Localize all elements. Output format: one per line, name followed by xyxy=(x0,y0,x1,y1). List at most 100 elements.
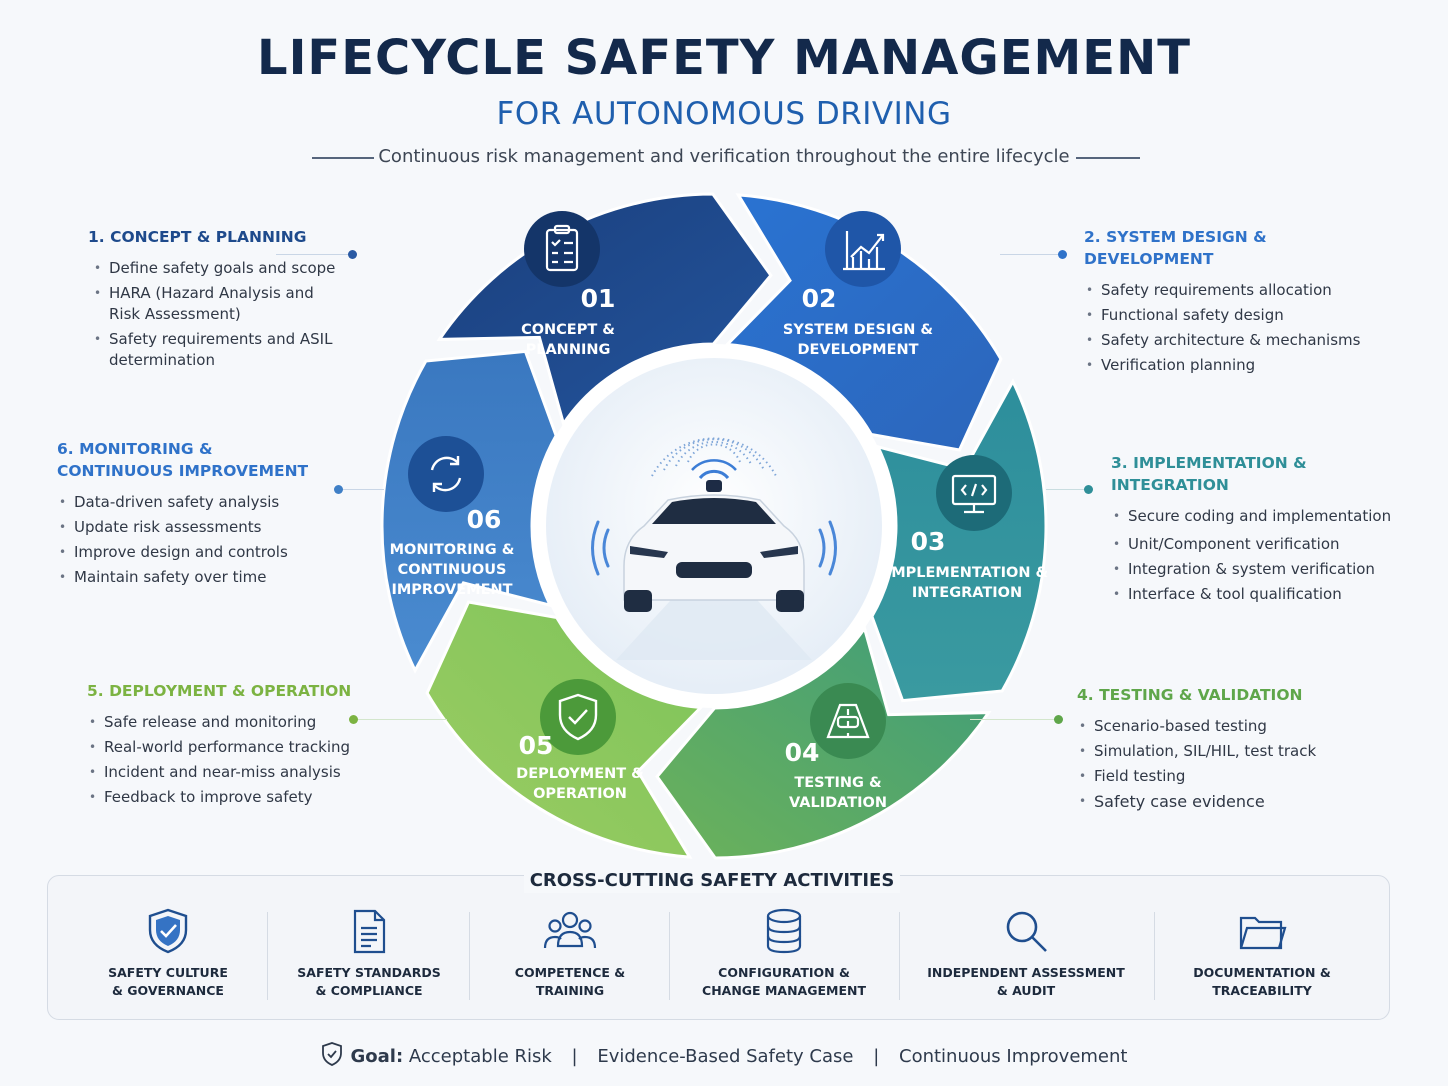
clipboard-checklist-icon xyxy=(545,224,579,272)
phase-02-icon-circle xyxy=(825,211,901,287)
connector-dot xyxy=(334,485,343,494)
shield-check-icon xyxy=(321,1042,342,1066)
page-title: LIFECYCLE SAFETY MANAGEMENT xyxy=(256,30,1191,86)
phase-06-icon-circle xyxy=(408,436,484,512)
list-item: Safety requirements allocation xyxy=(1084,280,1384,301)
activity-documentation-traceability: DOCUMENTATION &TRACEABILITY xyxy=(1162,906,1362,1000)
list-item: Safety case evidence xyxy=(1077,791,1377,812)
panel-testing-validation: 4. TESTING & VALIDATION Scenario-based t… xyxy=(1077,684,1377,816)
phase-01-icon-circle xyxy=(524,211,600,287)
panel-concept-planning: 1. CONCEPT & PLANNING Define safety goal… xyxy=(88,226,348,375)
footer-separator: | xyxy=(571,1046,578,1067)
list-item: Simulation, SIL/HIL, test track xyxy=(1077,741,1377,762)
panel-implementation: 3. IMPLEMENTATION & INTEGRATION Secure c… xyxy=(1111,452,1411,609)
list-item: Maintain safety over time xyxy=(57,567,327,588)
panel-deployment-title: 5. DEPLOYMENT & OPERATION xyxy=(87,682,352,700)
tagline-rule-right xyxy=(1076,157,1140,159)
activity-safety-standards: SAFETY STANDARDS& COMPLIANCE xyxy=(269,906,469,1000)
footer-separator: | xyxy=(873,1046,880,1067)
panel-monitoring-improvement: 6. MONITORING & CONTINUOUS IMPROVEMENT D… xyxy=(57,438,327,592)
phase-06-number: 06 xyxy=(466,505,502,534)
divider xyxy=(899,912,900,1000)
list-item: Real-world performance tracking xyxy=(87,737,357,758)
connector-line xyxy=(276,254,352,255)
list-item: Functional safety design xyxy=(1084,305,1384,326)
monitor-code-icon xyxy=(951,474,997,514)
divider xyxy=(669,912,670,1000)
tagline: Continuous risk management and verificat… xyxy=(378,146,1070,167)
tagline-rule-left xyxy=(312,157,374,159)
database-icon xyxy=(766,908,802,954)
phase-02-label: SYSTEM DESIGN &DEVELOPMENT xyxy=(782,322,934,358)
phase-03-icon-circle xyxy=(936,455,1012,531)
magnifier-icon xyxy=(1006,911,1047,952)
goal-label: Goal: xyxy=(350,1046,404,1067)
footer-item-continuous-improvement: Continuous Improvement xyxy=(899,1046,1128,1067)
cross-cutting-title: CROSS-CUTTING SAFETY ACTIVITIES xyxy=(524,868,900,893)
phase-03-number: 03 xyxy=(910,527,946,556)
panel-concept-title: 1. CONCEPT & PLANNING xyxy=(88,228,307,246)
list-item: Scenario-based testing xyxy=(1077,716,1377,737)
list-item: Update risk assessments xyxy=(57,517,327,538)
divider xyxy=(267,912,268,1000)
page-subtitle: FOR AUTONOMOUS DRIVING xyxy=(496,96,952,132)
footer-goals: Goal: Acceptable Risk | Evidence-Based S… xyxy=(0,1042,1448,1067)
autonomous-car-icon xyxy=(591,437,837,660)
road-test-icon xyxy=(826,703,870,739)
connector-line xyxy=(970,719,1058,720)
activity-independent-assessment: INDEPENDENT ASSESSMENT& AUDIT xyxy=(926,906,1126,1000)
phase-01-label: CONCEPT &PLANNING xyxy=(521,322,615,358)
list-item: Unit/Component verification xyxy=(1111,534,1411,555)
footer-item-safety-case: Evidence-Based Safety Case xyxy=(597,1046,854,1067)
panel-deployment-operation: 5. DEPLOYMENT & OPERATION Safe release a… xyxy=(87,680,357,812)
panel-design-title: 2. SYSTEM DESIGN & DEVELOPMENT xyxy=(1084,228,1267,268)
panel-monitoring-title: 6. MONITORING & CONTINUOUS IMPROVEMENT xyxy=(57,440,309,480)
list-item: Data-driven safety analysis xyxy=(57,492,327,513)
cross-cutting-panel xyxy=(47,875,1390,1020)
goal-text: Acceptable Risk xyxy=(408,1046,552,1067)
phase-03-label: IMPLEMENTATION &INTEGRATION xyxy=(885,565,1049,601)
connector-dot xyxy=(1058,250,1067,259)
connector-line xyxy=(355,719,447,720)
list-item: Integration & system verification xyxy=(1111,559,1411,580)
people-group-icon xyxy=(543,911,597,949)
phase-04-number: 04 xyxy=(784,738,820,767)
list-item: Interface & tool qualification xyxy=(1111,584,1411,605)
phase-05-icon-circle xyxy=(540,679,616,755)
panel-implementation-title: 3. IMPLEMENTATION & INTEGRATION xyxy=(1111,454,1307,494)
connector-dot xyxy=(1084,485,1093,494)
connector-line xyxy=(1046,489,1088,490)
list-item: Improve design and controls xyxy=(57,542,327,563)
document-icon xyxy=(353,909,386,954)
connector-line xyxy=(340,489,384,490)
list-item: Safety architecture & mechanisms xyxy=(1084,330,1384,351)
phase-01-number: 01 xyxy=(580,284,616,313)
shield-check-icon xyxy=(148,908,188,954)
phase-02-number: 02 xyxy=(801,284,837,313)
connector-dot xyxy=(349,715,358,724)
panel-system-design: 2. SYSTEM DESIGN & DEVELOPMENT Safety re… xyxy=(1084,226,1384,380)
list-item: Incident and near-miss analysis xyxy=(87,762,357,783)
list-item: Verification planning xyxy=(1084,355,1384,376)
panel-testing-title: 4. TESTING & VALIDATION xyxy=(1077,686,1303,704)
refresh-cycle-icon xyxy=(430,456,462,492)
connector-dot xyxy=(1054,715,1063,724)
activity-competence-training: COMPETENCE &TRAINING xyxy=(470,906,670,1000)
shield-check-icon xyxy=(558,693,598,741)
phase-05-number: 05 xyxy=(518,731,554,760)
list-item: Safety requirements and ASIL determinati… xyxy=(92,329,348,371)
phase-05-label: DEPLOYMENT &OPERATION xyxy=(516,766,644,802)
connector-line xyxy=(1000,254,1062,255)
list-item: Define safety goals and scope xyxy=(92,258,348,279)
phase-04-icon-circle xyxy=(810,683,886,759)
folder-icon xyxy=(1239,916,1287,950)
connector-dot xyxy=(348,250,357,259)
divider xyxy=(1154,912,1155,1000)
list-item: HARA (Hazard Analysis and Risk Assessmen… xyxy=(92,283,348,325)
list-item: Feedback to improve safety xyxy=(87,787,357,808)
list-item: Field testing xyxy=(1077,766,1377,787)
activity-safety-culture: SAFETY CULTURE& GOVERNANCE xyxy=(68,906,268,1000)
phase-04-label: TESTING &VALIDATION xyxy=(789,775,887,811)
activity-configuration-change: CONFIGURATION &CHANGE MANAGEMENT xyxy=(684,906,884,1000)
